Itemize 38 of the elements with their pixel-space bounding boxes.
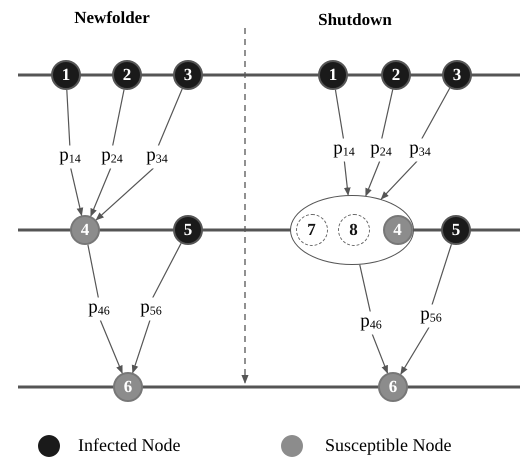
arrow: [132, 243, 182, 374]
node-circle: 1: [318, 60, 348, 90]
edge-label: p$_{34}$: [408, 138, 432, 162]
node-circle: 4: [382, 214, 412, 244]
edge-label: p$_{56}$: [419, 304, 443, 328]
arrow: [87, 244, 123, 374]
node-circle: 3: [173, 60, 203, 90]
arrow: [96, 88, 183, 220]
removed-node-circle: 8: [338, 214, 370, 246]
node-circle: 4: [70, 215, 100, 245]
edge-label: p$_{24}$: [100, 146, 124, 168]
node-circle: 5: [173, 215, 203, 245]
node-circle: 6: [113, 372, 143, 402]
node-circle: 2: [381, 60, 411, 90]
node-circle: 3: [442, 60, 472, 90]
node-circle: 6: [378, 372, 408, 402]
edge-label: p$_{14}$: [58, 146, 82, 168]
arrow: [66, 90, 84, 216]
node-circle: 1: [51, 60, 81, 90]
panel-title: Newfolder: [74, 8, 150, 28]
arrow: [90, 90, 125, 217]
panel-title: Shutdown: [318, 10, 392, 30]
edge-label: p$_{56}$: [139, 298, 163, 320]
edge-label: p$_{46}$: [359, 312, 383, 334]
edge-label: p$_{34}$: [145, 146, 169, 168]
arrow: [380, 88, 450, 200]
edge-label: p$_{14}$: [332, 138, 356, 162]
arrow: [359, 264, 388, 374]
node-circle: 5: [441, 215, 471, 245]
arrow: [365, 90, 394, 197]
removed-node-circle: 7: [296, 214, 328, 246]
node-circle: 2: [112, 60, 142, 90]
arrow: [400, 244, 452, 375]
legend-label: Susceptible Node: [325, 435, 452, 456]
edge-label: p$_{46}$: [87, 298, 111, 320]
arrow: [334, 90, 351, 196]
edge-label: p$_{24}$: [369, 138, 393, 162]
legend-label: Infected Node: [78, 435, 180, 456]
